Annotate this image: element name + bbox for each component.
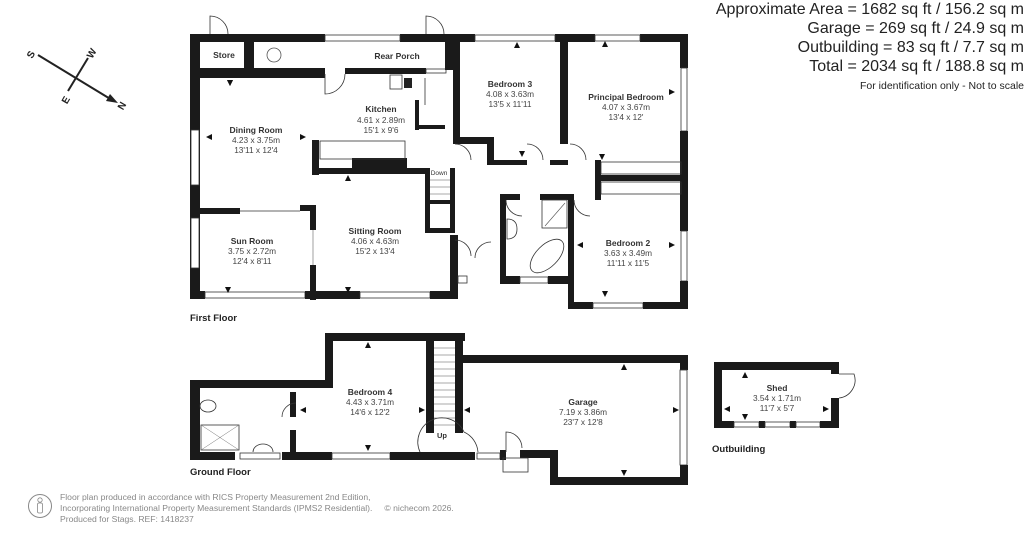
- room-dining-label: Dining Room: [230, 125, 283, 135]
- room-shed-imperial: 11'7 x 5'7: [760, 403, 795, 413]
- area-summary: Approximate Area = 1682 sq ft / 156.2 sq…: [716, 0, 1024, 92]
- room-sitting-room-imperial: 15'2 x 13'4: [355, 246, 395, 256]
- footer-line-2: Incorporating International Property Mea…: [60, 503, 373, 513]
- compass-north-label: N: [116, 100, 129, 112]
- ground-floor-label: Ground Floor: [190, 467, 251, 478]
- footer-line-3: Produced for Stags. REF: 1418237: [60, 514, 194, 524]
- room-garage-metric: 7.19 x 3.86m: [559, 407, 607, 417]
- room-bedroom2-imperial: 11'11 x 11'5: [607, 258, 650, 268]
- room-sitting-room-label: Sitting Room: [349, 226, 402, 236]
- room-bedroom4-label: Bedroom 4: [348, 387, 393, 397]
- compass-east-label: E: [60, 95, 73, 107]
- copyright-text: © nichecom 2026.: [384, 503, 454, 513]
- room-principal-bedroom-imperial: 13'4 x 12': [609, 112, 644, 122]
- first-floor-plan: Down: [190, 15, 688, 324]
- room-principal-bedroom-label: Principal Bedroom: [588, 92, 664, 102]
- outbuilding-plan: Shed 3.54 x 1.71m 11'7 x 5'7 Outbuilding: [712, 362, 856, 455]
- stairs-down-label: Down: [431, 170, 448, 177]
- room-rear-porch-label: Rear Porch: [374, 51, 419, 61]
- room-shed-label: Shed: [767, 383, 788, 393]
- room-sun-room-label: Sun Room: [231, 236, 274, 246]
- room-dining-imperial: 13'11 x 12'4: [234, 145, 278, 155]
- room-kitchen-imperial: 15'1 x 9'6: [364, 125, 399, 135]
- room-garage-imperial: 23'7 x 12'8: [563, 417, 603, 427]
- room-bedroom2-label: Bedroom 2: [606, 238, 651, 248]
- total-area-text: Total = 2034 sq ft / 188.8 sq m: [809, 58, 1024, 75]
- room-principal-bedroom-metric: 4.07 x 3.67m: [602, 102, 650, 112]
- person-icon: [28, 494, 52, 518]
- room-bedroom4-metric: 4.43 x 3.71m: [346, 397, 394, 407]
- room-shed-metric: 3.54 x 1.71m: [753, 393, 801, 403]
- room-sun-room-imperial: 12'4 x 8'11: [233, 256, 272, 266]
- compass-south-label: S: [25, 49, 38, 61]
- footer: Floor plan produced in accordance with R…: [28, 492, 454, 525]
- ground-floor-plan: Up Bedroom 4 4.43 x 3.71m 14'6 x 12'2 Ga…: [190, 333, 688, 485]
- scale-disclaimer: For identification only - Not to scale: [860, 80, 1024, 92]
- room-store-label: Store: [213, 50, 235, 60]
- room-bedroom3-metric: 4.08 x 3.63m: [486, 89, 534, 99]
- room-sitting-room-metric: 4.06 x 4.63m: [351, 236, 399, 246]
- room-sun-room-metric: 3.75 x 2.72m: [228, 246, 276, 256]
- room-kitchen-label: Kitchen: [365, 104, 396, 114]
- stairs-up-label: Up: [437, 431, 447, 440]
- room-kitchen-metric: 4.61 x 2.89m: [357, 115, 405, 125]
- first-floor-label: First Floor: [190, 313, 237, 324]
- footer-line-1: Floor plan produced in accordance with R…: [60, 492, 371, 502]
- compass-icon: S W E N: [25, 46, 129, 112]
- room-bedroom3-label: Bedroom 3: [488, 79, 533, 89]
- room-garage-label: Garage: [568, 397, 598, 407]
- garage-area-text: Garage = 269 sq ft / 24.9 sq m: [807, 20, 1024, 37]
- outbuilding-label: Outbuilding: [712, 444, 765, 455]
- room-bedroom3-imperial: 13'5 x 11'11: [489, 99, 532, 109]
- approximate-area-text: Approximate Area = 1682 sq ft / 156.2 sq…: [715, 1, 1024, 18]
- room-bedroom4-imperial: 14'6 x 12'2: [350, 407, 390, 417]
- room-bedroom2-metric: 3.63 x 3.49m: [604, 248, 652, 258]
- room-dining-metric: 4.23 x 3.75m: [232, 135, 280, 145]
- outbuilding-area-text: Outbuilding = 83 sq ft / 7.7 sq m: [797, 39, 1024, 56]
